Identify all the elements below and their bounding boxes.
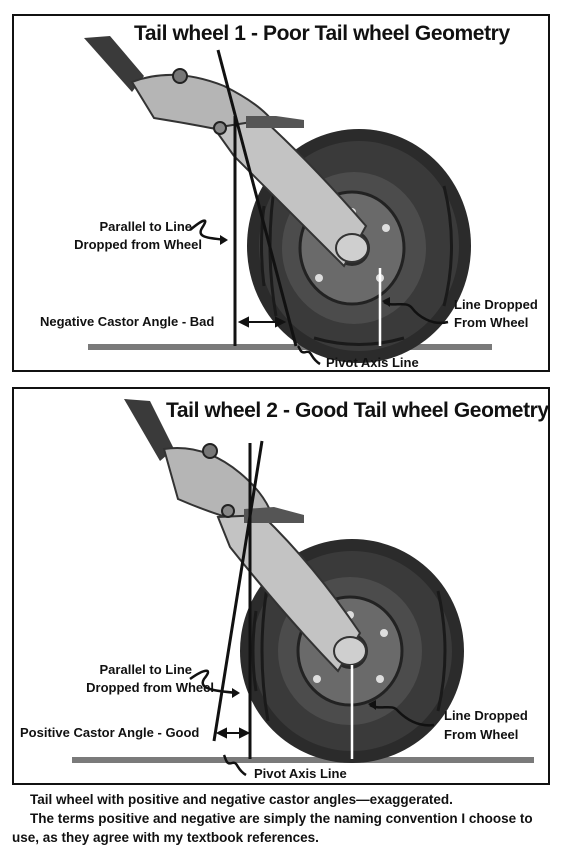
tailwheel-illustration-2 (72, 399, 534, 777)
pointer-squiggle-pivot (296, 345, 321, 366)
panel-title: Tail wheel 1 - Poor Tail wheel Geometry (134, 22, 510, 45)
figure-caption: Tail wheel with positive and negative ca… (12, 790, 552, 847)
diagram-panel-poor-geometry: Tail wheel 1 - Poor Tail wheel Geometry … (12, 14, 550, 372)
label-castor-angle: Negative Castor Angle - Bad (40, 314, 215, 329)
label-line-dropped-2: From Wheel (454, 315, 529, 330)
panel-title: Tail wheel 2 - Good Tail wheel Geometry (166, 399, 549, 422)
label-parallel-line-2: Dropped from Wheel (74, 237, 202, 252)
pointer-squiggle-dropped (369, 703, 435, 727)
label-castor-angle: Positive Castor Angle - Good (20, 725, 200, 740)
pointer-squiggle-parallel (189, 219, 227, 242)
label-line-dropped-2: From Wheel (444, 727, 519, 742)
castor-angle-arrow (237, 316, 287, 328)
caption-line-1: Tail wheel with positive and negative ca… (30, 792, 453, 807)
pivot-axis-line (216, 49, 298, 347)
tail-wheel-fork (124, 399, 367, 673)
pointer-squiggle-dropped (383, 300, 449, 325)
pointer-squiggle-parallel (189, 669, 239, 695)
label-parallel-line-1: Parallel to Line (99, 662, 192, 677)
castor-angle-arrow (215, 727, 251, 739)
tail-wheel-fork (84, 36, 369, 268)
diagram-panel-good-geometry: Tail wheel 2 - Good Tail wheel Geometry … (12, 387, 550, 785)
label-line-dropped-1: Line Dropped (444, 708, 528, 723)
ground-line (88, 344, 492, 350)
label-parallel-line-1: Parallel to Line (99, 219, 192, 234)
label-parallel-line-2: Dropped from Wheel (86, 680, 214, 695)
ground-line (72, 757, 534, 763)
tailwheel-illustration-1 (84, 36, 492, 366)
pointer-squiggle-pivot (222, 754, 247, 777)
label-pivot-axis: Pivot Axis Line (254, 766, 347, 781)
label-line-dropped-1: Line Dropped (454, 297, 538, 312)
caption-line-2: The terms positive and negative are simp… (12, 811, 533, 845)
label-pivot-axis: Pivot Axis Line (326, 355, 419, 370)
